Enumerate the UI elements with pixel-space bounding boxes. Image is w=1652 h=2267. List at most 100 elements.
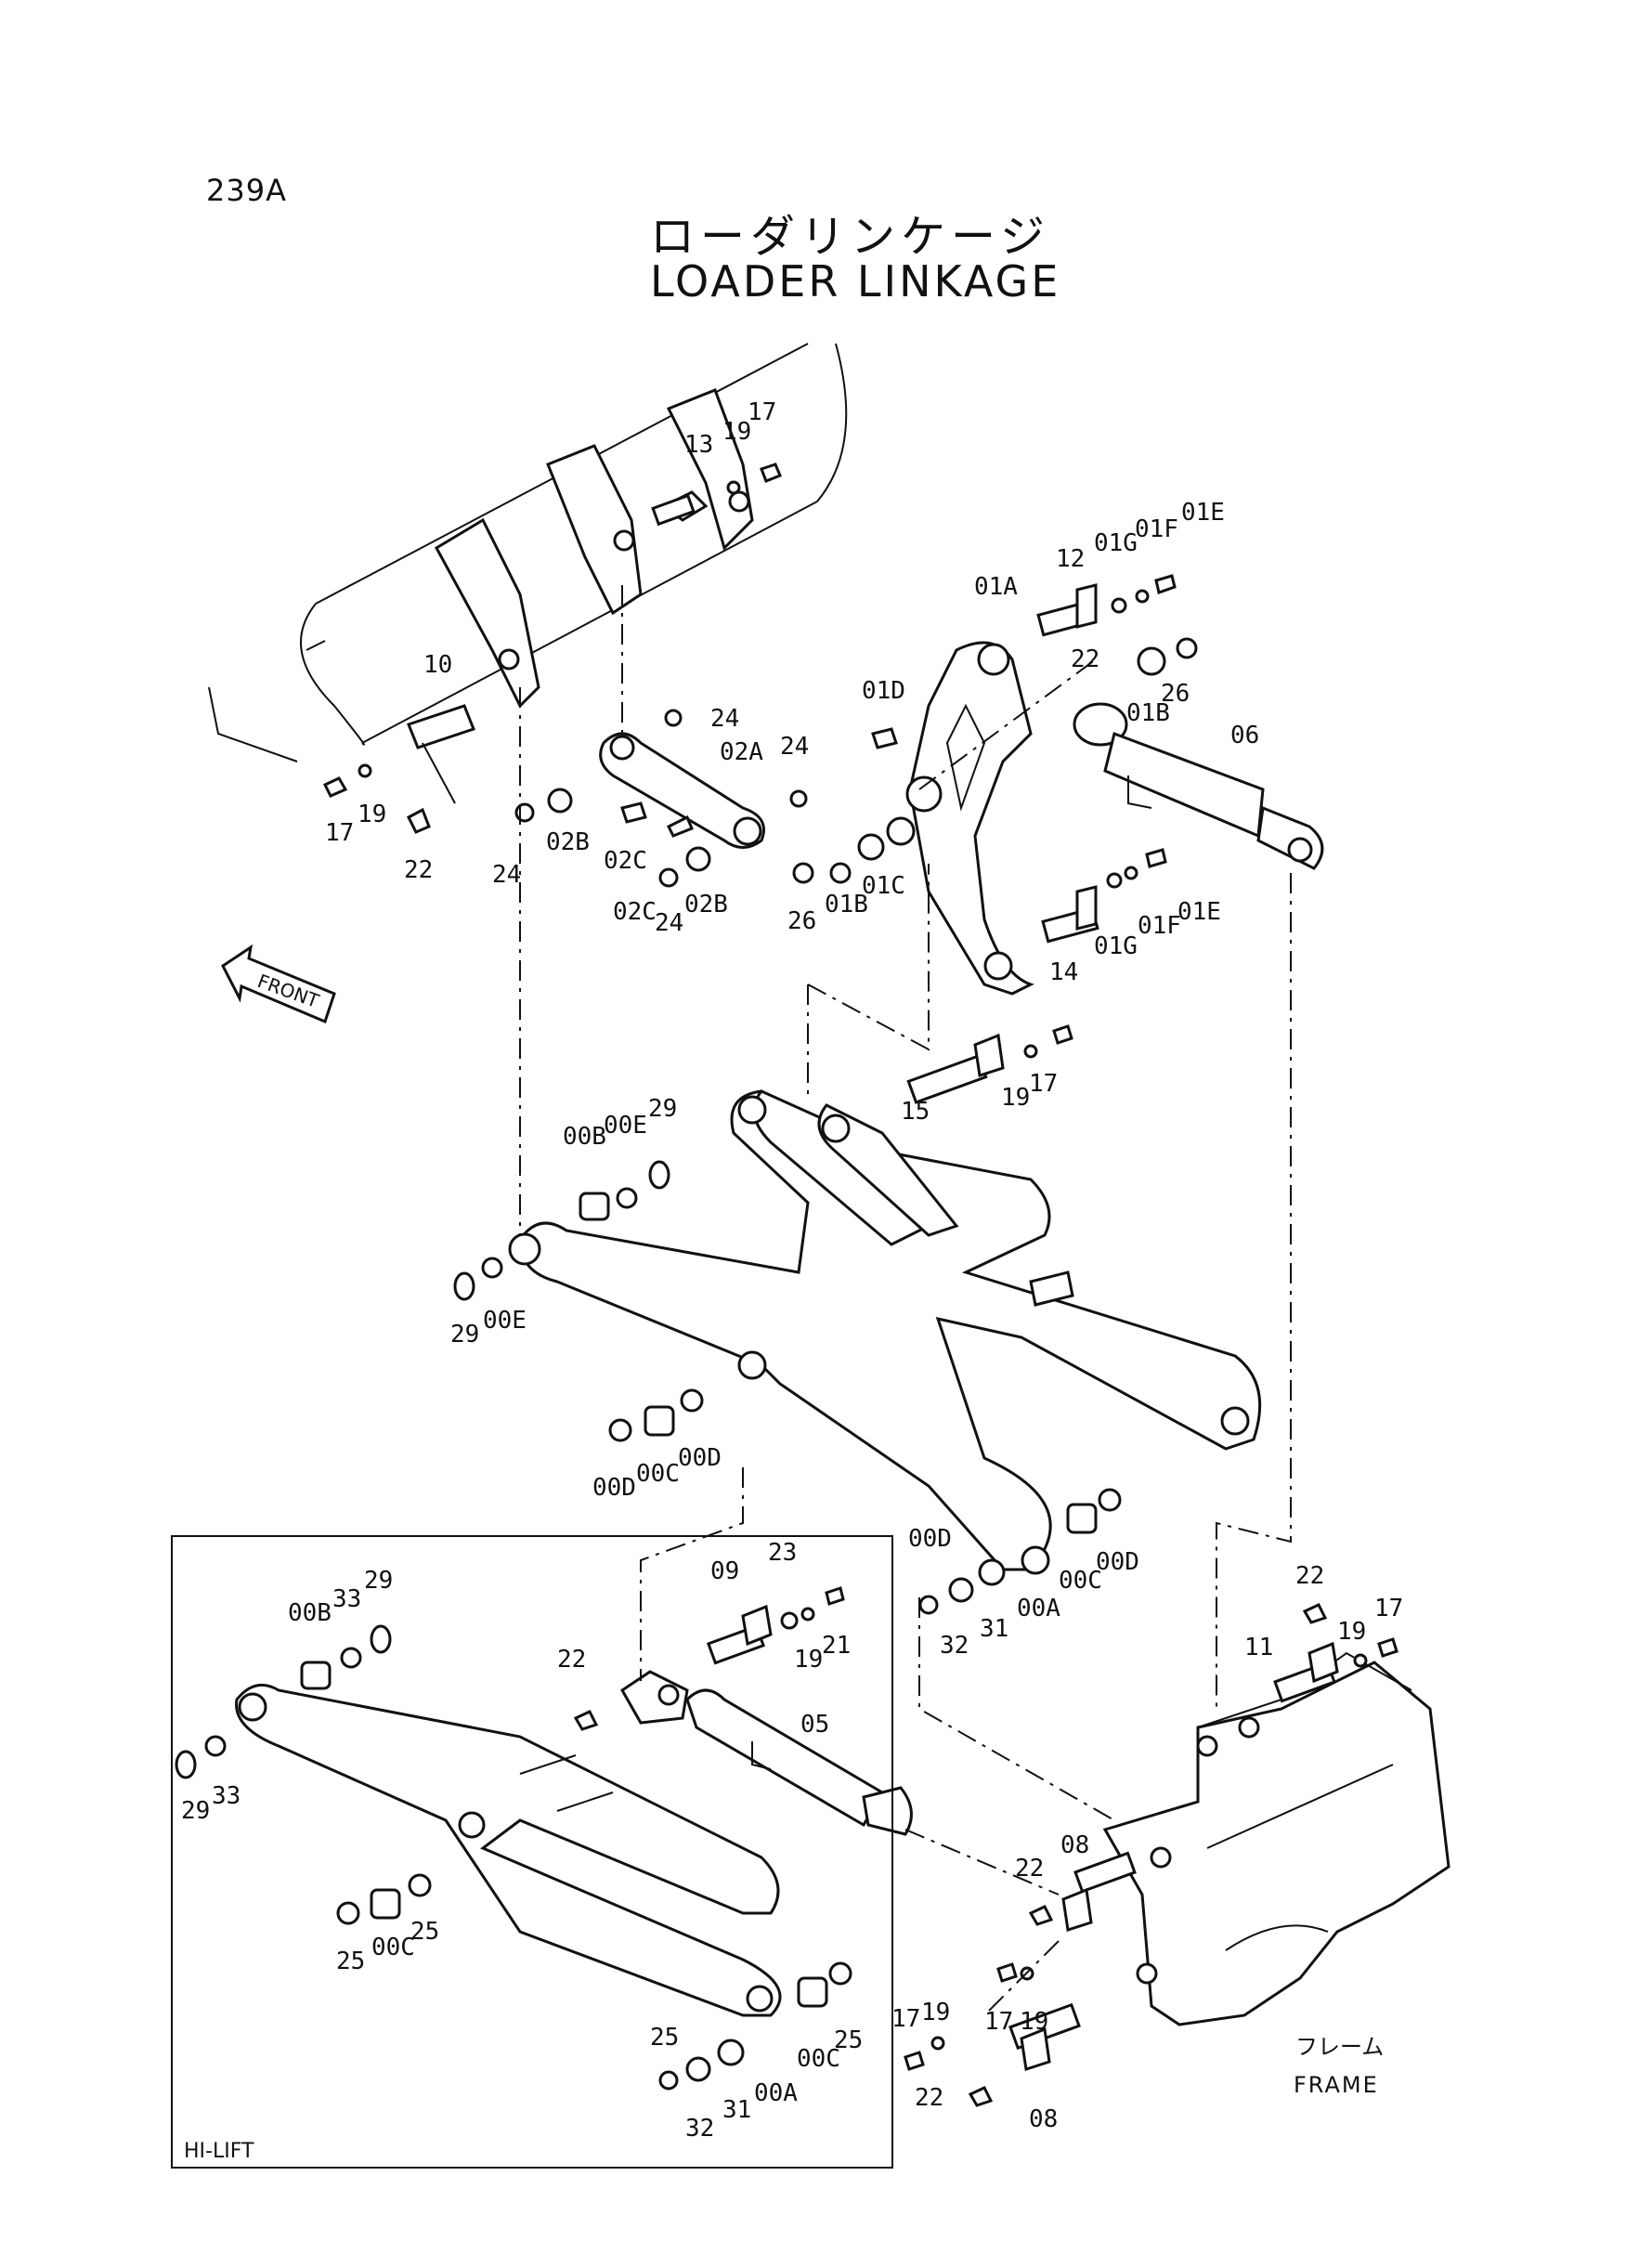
callout-15: 15 [901, 1098, 930, 1126]
boom-bushings [453, 1160, 1122, 1615]
callout-29: 29 [450, 1321, 479, 1348]
callout-22: 22 [1295, 1562, 1324, 1590]
callout-22: 22 [915, 2084, 943, 2112]
callout-19: 19 [794, 1646, 823, 1674]
callout-08: 08 [1029, 2105, 1058, 2133]
callout-13: 13 [684, 431, 713, 459]
callout-31: 31 [722, 2096, 751, 2124]
callout-00a: 00A [754, 2079, 798, 2107]
callout-17: 17 [1374, 1595, 1403, 1622]
pin-15-group [906, 1024, 1073, 1104]
callout-01d: 01D [862, 677, 905, 705]
page-number: 239A [206, 173, 287, 208]
callout-22: 22 [1015, 1855, 1044, 1883]
callout-01e: 01E [1177, 898, 1221, 926]
callout-01e: 01E [1181, 499, 1225, 527]
pin-13 [651, 463, 782, 527]
phantom-lines [519, 585, 1292, 2016]
title-japanese: ローダリンケージ [650, 211, 1051, 263]
callout-00e: 00E [483, 1307, 527, 1335]
callout-33: 33 [332, 1585, 361, 1613]
callout-01g: 01G [1094, 529, 1138, 557]
hi-lift-inset: HI-LIFT [171, 1535, 893, 2169]
callout-00c: 00C [371, 1934, 415, 1961]
callout-02a: 02A [720, 738, 763, 766]
callout-10: 10 [423, 651, 452, 679]
frame-label-japanese: フレーム [1295, 2034, 1384, 2060]
callout-24: 24 [710, 705, 739, 733]
callout-12: 12 [1056, 545, 1085, 573]
callout-00d: 00D [678, 1444, 722, 1472]
front-direction-arrow: FRONT [221, 944, 336, 1024]
callout-22: 22 [1071, 645, 1099, 673]
callout-22: 22 [557, 1646, 586, 1674]
callout-32: 32 [940, 1632, 969, 1660]
callout-25: 25 [336, 1948, 365, 1975]
callout-00c: 00C [636, 1460, 680, 1488]
callout-23: 23 [768, 1539, 797, 1567]
hi-lift-label: HI-LIFT [184, 2140, 254, 2163]
callout-24: 24 [492, 861, 521, 889]
title-english: LOADER LINKAGE [650, 256, 1061, 306]
callout-01b: 01B [825, 891, 868, 919]
callout-01f: 01F [1138, 912, 1181, 940]
callout-29: 29 [648, 1095, 677, 1123]
callout-08: 08 [1060, 1831, 1089, 1859]
bellcrank-01a [871, 641, 1034, 996]
callout-24: 24 [655, 909, 683, 937]
callout-09: 09 [710, 1557, 739, 1585]
callout-24: 24 [780, 733, 809, 761]
callout-00e: 00E [604, 1112, 647, 1140]
pin-09-group [706, 1586, 845, 1665]
callout-29: 29 [181, 1797, 210, 1825]
callout-01g: 01G [1094, 932, 1138, 960]
callout-01f: 01F [1135, 515, 1178, 543]
callout-19: 19 [1001, 1084, 1030, 1112]
callout-32: 32 [685, 2115, 714, 2143]
callout-26: 26 [1161, 680, 1190, 708]
callout-33: 33 [212, 1782, 241, 1810]
callout-17: 17 [1029, 1070, 1058, 1098]
callout-25: 25 [410, 1918, 439, 1946]
callout-02c: 02C [613, 898, 657, 926]
pin-11-group [1273, 1603, 1398, 1703]
callout-11: 11 [1244, 1634, 1273, 1661]
frame [1102, 1651, 1450, 2026]
callout-26: 26 [787, 907, 816, 935]
callout-19: 19 [1337, 1618, 1366, 1646]
link-02a [514, 709, 814, 888]
callouts: 13 19 17 12 01G 01F 01E 01A 22 01B 26 06… [181, 398, 1403, 2143]
pin-10-group [322, 704, 475, 834]
callout-00b: 00B [563, 1123, 606, 1151]
callout-25: 25 [650, 2024, 679, 2052]
callout-06: 06 [1230, 722, 1259, 749]
frame-label-english: FRAME [1294, 2072, 1379, 2098]
callout-19: 19 [358, 801, 386, 828]
callout-05: 05 [800, 1711, 829, 1739]
bucket-cylinder-06 [1073, 702, 1324, 870]
callout-01b: 01B [1126, 699, 1170, 727]
callout-21: 21 [822, 1632, 851, 1660]
callout-17: 17 [325, 819, 354, 847]
callout-17: 17 [891, 2005, 920, 2033]
callout-00a: 00A [1017, 1595, 1060, 1622]
callout-00d: 00D [592, 1474, 636, 1502]
callout-00d: 00D [1096, 1548, 1139, 1576]
callout-25: 25 [834, 2026, 863, 2054]
callout-00b: 00B [288, 1599, 332, 1627]
callout-19: 19 [722, 418, 751, 446]
callout-17: 17 [984, 2008, 1013, 2036]
callout-00c: 00C [797, 2045, 840, 2073]
callout-01c: 01C [862, 872, 905, 900]
callout-29: 29 [364, 1567, 393, 1595]
callout-02b: 02B [684, 891, 728, 919]
callout-31: 31 [980, 1615, 1008, 1643]
callout-14: 14 [1049, 958, 1078, 986]
callout-19: 19 [1020, 2008, 1048, 2036]
callout-22: 22 [404, 856, 433, 884]
boom-cylinder-05 [573, 1670, 913, 1836]
callout-17: 17 [748, 398, 776, 426]
bucket-drawing [208, 343, 848, 762]
